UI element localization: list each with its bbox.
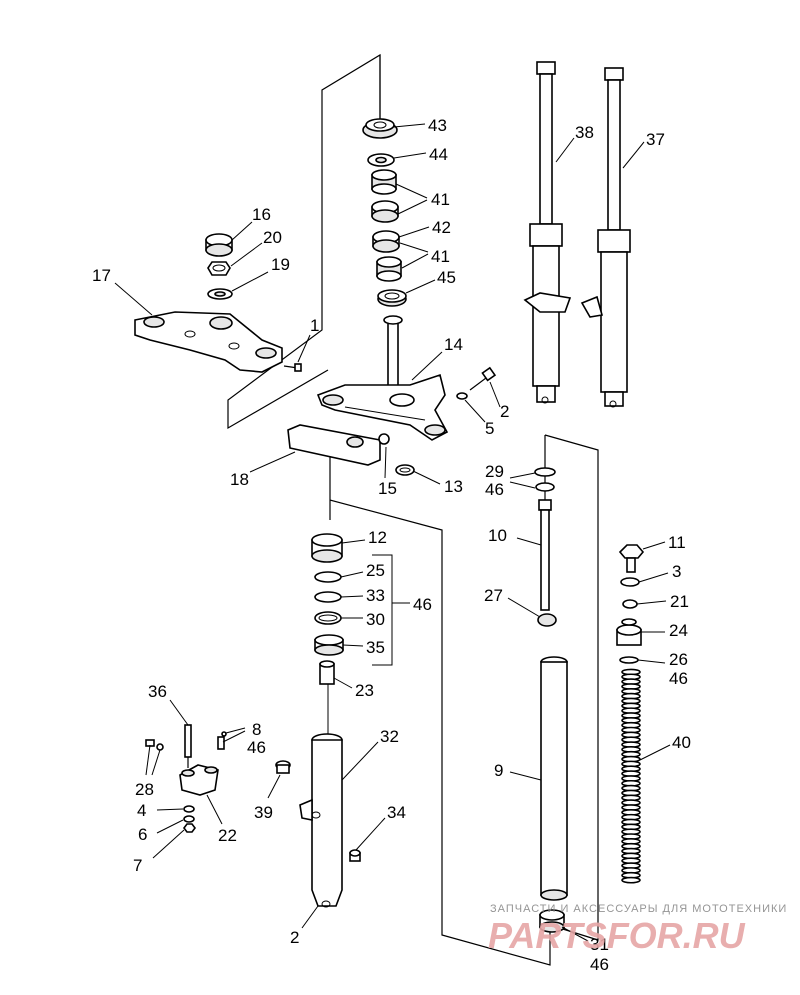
part-40-spring [621, 668, 641, 884]
part-22-clamp [179, 764, 219, 796]
leader-lines [114, 123, 671, 942]
label-11: 11 [668, 533, 686, 552]
label-32: 32 [380, 727, 399, 746]
label-37: 37 [646, 130, 665, 149]
label-46e: 46 [590, 955, 609, 974]
label-26: 26 [669, 650, 688, 669]
axle-clamp-group [145, 724, 361, 862]
label-5: 5 [485, 419, 494, 438]
part-14-stem [316, 315, 449, 441]
label-25: 25 [366, 561, 385, 580]
damper-column [534, 467, 557, 627]
spring-column [616, 544, 645, 884]
label-46c: 46 [413, 595, 432, 614]
part-41-bearing-top [371, 169, 397, 195]
label-15: 15 [378, 479, 397, 498]
part-18-cover [287, 424, 381, 466]
label-16: 16 [252, 205, 271, 224]
part-13-clip [395, 464, 415, 476]
label-12: 12 [368, 528, 387, 547]
tube-column [539, 656, 568, 933]
part-41-bearing-bottom [376, 256, 402, 282]
watermark-brand: PARTSFOR.RU [488, 915, 746, 956]
label-46d: 46 [247, 738, 266, 757]
part-5-washer [456, 392, 468, 400]
label-14: 14 [444, 335, 463, 354]
lower-clamp-group [287, 315, 497, 476]
label-35: 35 [366, 638, 385, 657]
label-7: 7 [133, 856, 142, 875]
label-38: 38 [575, 123, 594, 142]
label-8: 8 [252, 720, 261, 739]
label-6: 6 [138, 825, 147, 844]
label-41a: 41 [431, 190, 450, 209]
part-45-seal [377, 289, 407, 307]
watermark: ЗАПЧАСТИ И АКСЕССУАРЫ ДЛЯ МОТОТЕХНИКИ PA… [488, 903, 787, 956]
part-24-cap [616, 618, 642, 646]
label-2a: 2 [500, 402, 509, 421]
part-12-seal [311, 533, 343, 563]
part-1-bolt [283, 363, 302, 372]
label-10: 10 [488, 526, 507, 545]
part-39-plug [275, 760, 291, 774]
label-29: 29 [485, 462, 504, 481]
label-44: 44 [429, 145, 448, 164]
label-31: 31 [590, 935, 609, 954]
label-23: 23 [355, 681, 374, 700]
part-32-slider [299, 733, 343, 908]
watermark-tagline: ЗАПЧАСТИ И АКСЕССУАРЫ ДЛЯ МОТОТЕХНИКИ [490, 903, 787, 915]
part-19-washer [207, 288, 233, 300]
label-42: 42 [432, 218, 451, 237]
label-45: 45 [437, 268, 456, 287]
label-17: 17 [92, 266, 111, 285]
spring-coil [621, 876, 641, 884]
part-43-nut [362, 118, 398, 139]
part-2-bolt-upper [469, 366, 497, 391]
label-20: 20 [263, 228, 282, 247]
label-24: 24 [669, 621, 688, 640]
label-39: 39 [254, 803, 273, 822]
label-2b: 2 [290, 928, 299, 947]
label-9: 9 [494, 761, 503, 780]
part-15-ball [378, 433, 390, 445]
part-35-bushing [314, 634, 344, 656]
label-40: 40 [672, 733, 691, 752]
label-3: 3 [672, 562, 681, 581]
label-22: 22 [218, 826, 237, 845]
steering-stack [362, 118, 407, 307]
label-43: 43 [428, 116, 447, 135]
upper-clamp-group [134, 233, 302, 373]
part-11-bolt [618, 544, 645, 573]
label-46a: 46 [485, 480, 504, 499]
label-27: 27 [484, 586, 503, 605]
fork-assembly-37 [580, 67, 631, 408]
part-42-race-bottom [372, 230, 400, 253]
fork-assembly-38 [523, 61, 572, 404]
part-34-plug [349, 849, 361, 862]
label-36: 36 [148, 682, 167, 701]
label-21: 21 [670, 592, 689, 611]
part-16-cap [205, 233, 233, 257]
part-42-race-top [371, 200, 399, 223]
label-30: 30 [366, 610, 385, 629]
label-4: 4 [137, 801, 146, 820]
part-17-upper-clamp [134, 311, 283, 373]
label-18: 18 [230, 470, 249, 489]
label-33: 33 [366, 586, 385, 605]
label-13: 13 [444, 477, 463, 496]
label-46b: 46 [669, 669, 688, 688]
part-44-washer [367, 153, 395, 167]
part-labels: 43 44 41 42 41 45 16 20 19 17 1 14 2 5 1… [92, 116, 691, 974]
label-34: 34 [387, 803, 406, 822]
label-41b: 41 [431, 247, 450, 266]
lower-leg-stack [299, 533, 344, 908]
part-20-nut [207, 261, 231, 276]
label-19: 19 [271, 255, 290, 274]
label-28: 28 [135, 780, 154, 799]
label-1: 1 [310, 316, 319, 335]
part-23-tube [319, 660, 335, 685]
